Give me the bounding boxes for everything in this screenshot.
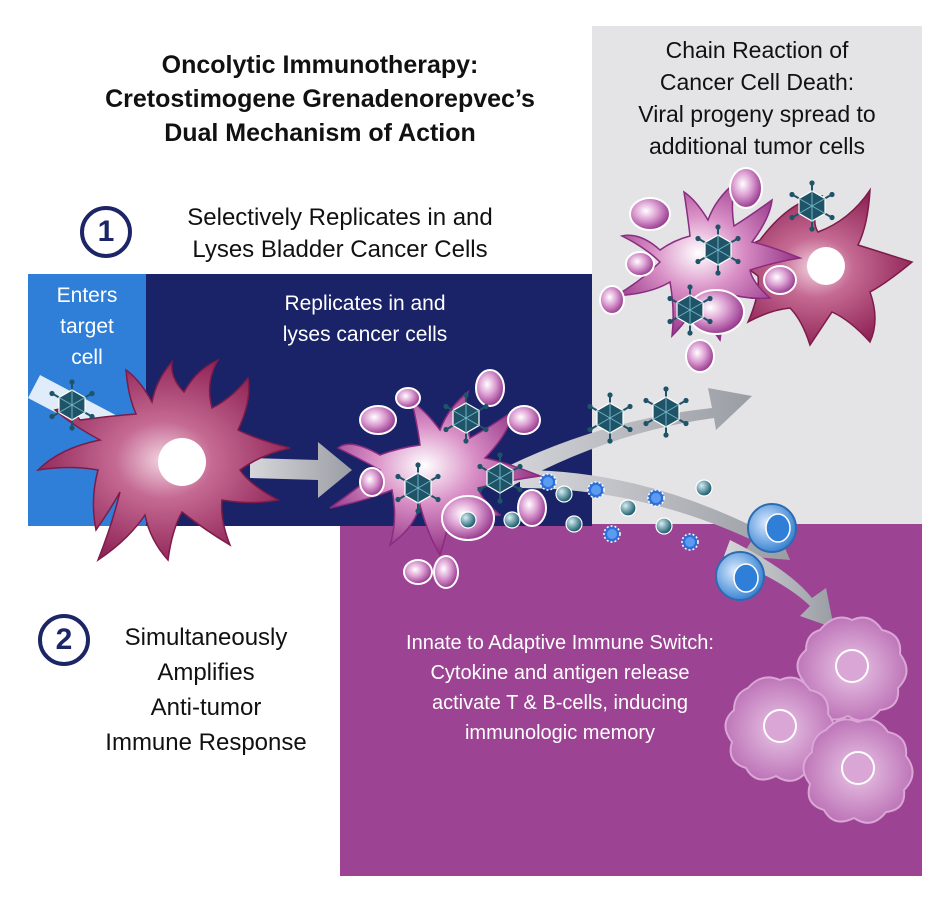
lysing-cell-icon <box>329 369 547 589</box>
step-2-badge: 2 <box>38 614 90 666</box>
cancer-cell-icon <box>35 358 291 562</box>
step-1-label: Selectively Replicates in and Lyses Blad… <box>140 202 540 266</box>
step-2-line-1: Simultaneously <box>124 624 288 651</box>
chain-line-3: Viral progeny spread to <box>638 101 876 127</box>
step-1-line-1: Selectively Replicates in and <box>187 204 493 231</box>
step-2-line-2: Amplifies <box>157 659 255 686</box>
step-1-line-2: Lyses Bladder Cancer Cells <box>192 236 488 263</box>
immune-line-2: Cytokine and antigen release <box>430 662 690 684</box>
t-cell-icon <box>715 503 797 601</box>
immune-line-1: Innate to Adaptive Immune Switch: <box>406 632 714 654</box>
replicates-line-2: lyses cancer cells <box>282 323 448 346</box>
step-1-badge: 1 <box>80 206 132 258</box>
title-line-3: Dual Mechanism of Action <box>164 119 476 147</box>
chain-reaction-label: Chain Reaction of Cancer Cell Death: Vir… <box>598 34 916 162</box>
immune-switch-label: Innate to Adaptive Immune Switch: Cytoki… <box>345 628 775 748</box>
enters-line-1: Enters <box>56 284 118 307</box>
chain-line-4: additional tumor cells <box>648 133 866 159</box>
page-title: Oncolytic Immunotherapy: Cretostimogene … <box>60 48 580 150</box>
replicates-line-1: Replicates in and <box>284 292 446 315</box>
enters-line-2: target <box>60 315 114 338</box>
chain-line-1: Chain Reaction of <box>665 37 849 63</box>
chain-line-2: Cancer Cell Death: <box>659 69 855 95</box>
step-2-label: Simultaneously Amplifies Anti-tumor Immu… <box>86 620 326 760</box>
enters-cell-label: Enters target cell <box>28 280 146 373</box>
title-line-2: Cretostimogene Grenadenorepvec’s <box>105 85 535 113</box>
immune-line-3: activate T & B-cells, inducing <box>431 692 689 714</box>
title-line-1: Oncolytic Immunotherapy: <box>161 51 479 79</box>
immune-line-4: immunologic memory <box>464 722 656 744</box>
enters-line-3: cell <box>71 346 103 369</box>
step-2-line-4: Immune Response <box>105 729 307 756</box>
step-2-line-3: Anti-tumor <box>150 694 262 721</box>
replicates-label: Replicates in and lyses cancer cells <box>220 288 510 350</box>
